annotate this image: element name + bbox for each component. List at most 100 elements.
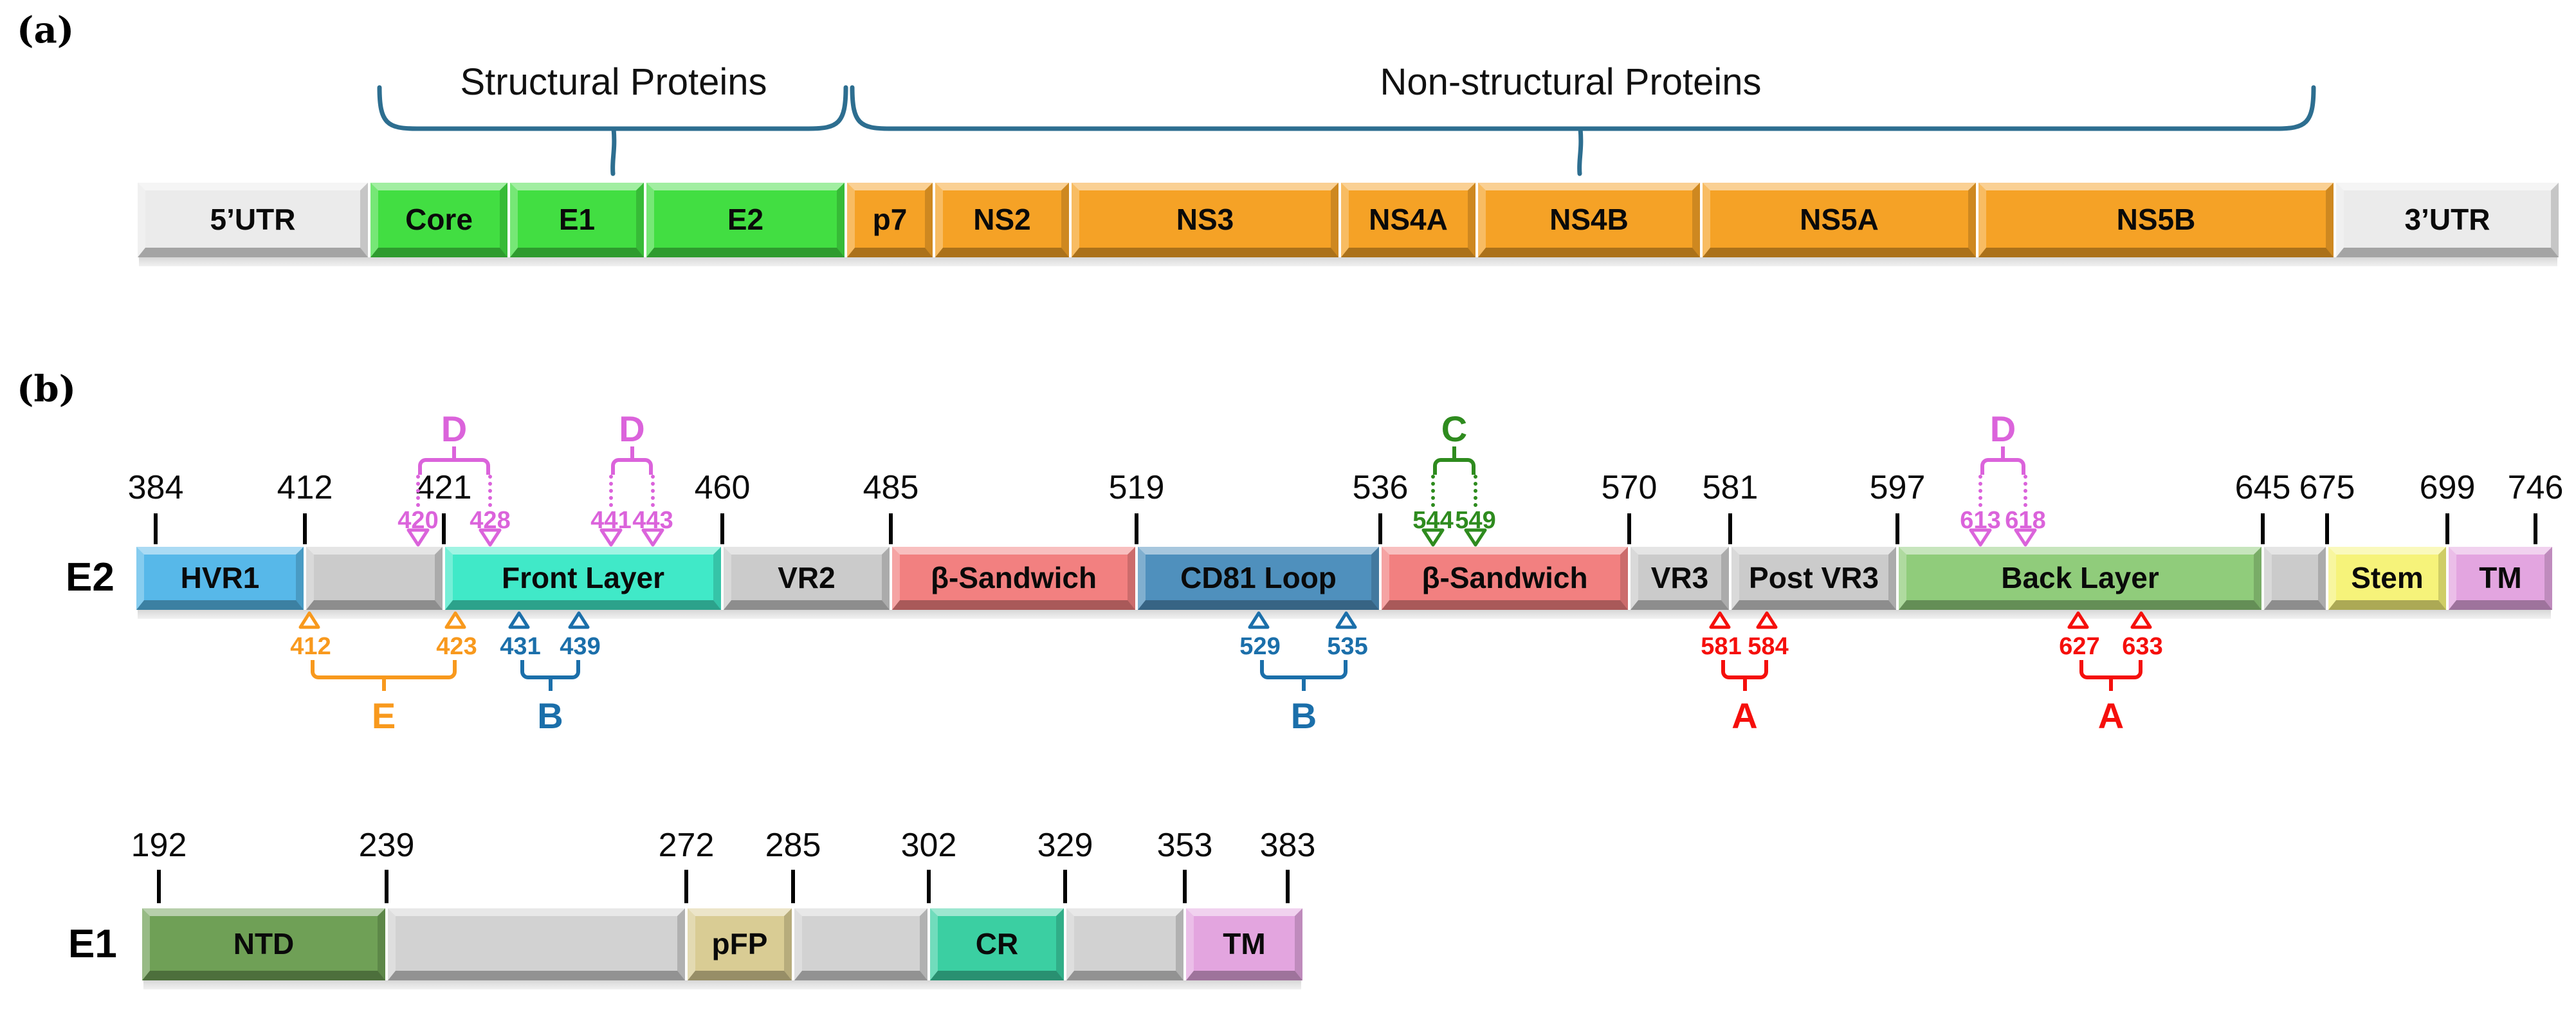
epitope-brace-stem [381,675,386,691]
site-label: 581 [1701,633,1742,660]
e2-tick [1378,513,1382,544]
epitope-brace-stem [452,446,456,462]
e2-tick [2534,513,2537,544]
e1-segment [388,908,685,980]
segment-label: NTD [233,926,295,960]
epitope-brace-stem [548,675,553,691]
e1-tick [791,870,795,903]
segment-label: E1 [558,202,596,236]
epitope-brace-stem [1452,446,1456,462]
epitope-brace [1721,660,1768,691]
epitope-letter: D [441,409,468,449]
site-label: 535 [1327,633,1368,660]
structural-proteins-label: Structural Proteins [460,61,767,103]
segment-label: NS2 [973,202,1031,236]
e1-tick [927,870,931,903]
down-triangle-icon [2013,528,2038,550]
e1-tick [1286,870,1290,903]
e2-tick-label: 536 [1352,469,1409,506]
panel-a-label: (a) [17,9,75,51]
genome-segment: NS5B [1978,183,2334,257]
epitope-letter: D [1989,409,2016,449]
epitope-brace [418,446,490,475]
genome-segment: NS3 [1072,183,1338,257]
e1-segment [794,908,927,980]
site-label: 584 [1748,633,1789,660]
segment-label: Front Layer [501,560,665,594]
segment-label: 5’UTR [210,202,296,236]
e2-segment [306,547,443,610]
segment-label: E2 [727,202,764,236]
up-triangle-icon [1248,611,1272,634]
e2-tick-label: 384 [127,469,184,506]
e2-segment: VR2 [724,547,890,610]
e2-tick [442,513,446,544]
e2-tick-label: 412 [277,469,333,506]
e1-segment [1066,908,1183,980]
e2-segment: β-Sandwich [1382,547,1628,610]
genome-segment: NS4A [1341,183,1475,257]
segment-label: β-Sandwich [930,560,1097,594]
genome-segment: p7 [847,183,933,257]
up-triangle-icon [508,611,533,634]
dotted-connector [651,475,655,507]
e2-tick-label: 699 [2419,469,2476,506]
e2-tick-label: 746 [2507,469,2564,506]
e2-segment: HVR1 [136,547,304,610]
e2-tick-label: 645 [2234,469,2291,506]
genome-segment: 5’UTR [138,183,368,257]
e2-tick [1895,513,1899,544]
epitope-letter: C [1441,409,1468,449]
nonstructural-proteins-label: Non-structural Proteins [1380,61,1762,103]
segment-label: Stem [2351,560,2424,594]
e2-tick [2325,513,2329,544]
down-triangle-icon [1463,528,1488,550]
epitope-letter: A [1731,695,1758,736]
e1-segment: TM [1186,908,1302,980]
e2-tick-label: 581 [1702,469,1758,506]
e2-tick-label: 485 [863,469,919,506]
site-label: 439 [560,633,601,660]
epitope-letter: A [2097,695,2124,736]
down-triangle-icon [599,528,623,550]
site-label: 529 [1239,633,1281,660]
epitope-brace-stem [630,446,634,462]
e1-row-label: E1 [68,922,117,966]
segment-label: Post VR3 [1749,560,1879,594]
segment-label: β-Sandwich [1421,560,1588,594]
epitope-brace [520,660,580,691]
segment-label: p7 [872,202,908,236]
e2-tick-label: 460 [694,469,751,506]
segment-label: VR3 [1650,560,1709,594]
e1-tick [684,870,688,903]
segment-label: TM [2479,560,2522,594]
epitope-brace [1433,446,1475,475]
up-triangle-icon [1756,611,1780,634]
down-triangle-icon [1421,528,1445,550]
genome-segment: NS5A [1703,183,1976,257]
down-triangle-icon [406,528,430,550]
e1-tick [385,870,388,903]
e1-tick-label: 239 [358,827,415,864]
e2-segment: Post VR3 [1731,547,1896,610]
dotted-connector [2023,475,2027,507]
up-triangle-icon [2067,611,2092,634]
e1-tick-label: 285 [765,827,821,864]
epitope-brace-stem [2109,675,2113,691]
epitope-letter: B [537,695,563,736]
e1-segment: NTD [142,908,385,980]
e1-segment: pFP [688,908,792,980]
e2-tick [1627,513,1631,544]
segment-label: NS5A [1800,202,1879,236]
e2-tick-label: 421 [416,469,472,506]
e2-segment: Stem [2328,547,2446,610]
e1-tick [1183,870,1187,903]
e2-tick-label: 597 [1869,469,1926,506]
segment-label: NS5B [2116,202,2196,236]
segment-label: pFP [711,926,768,960]
e2-tick-label: 570 [1601,469,1658,506]
e1-tick-label: 192 [131,827,187,864]
